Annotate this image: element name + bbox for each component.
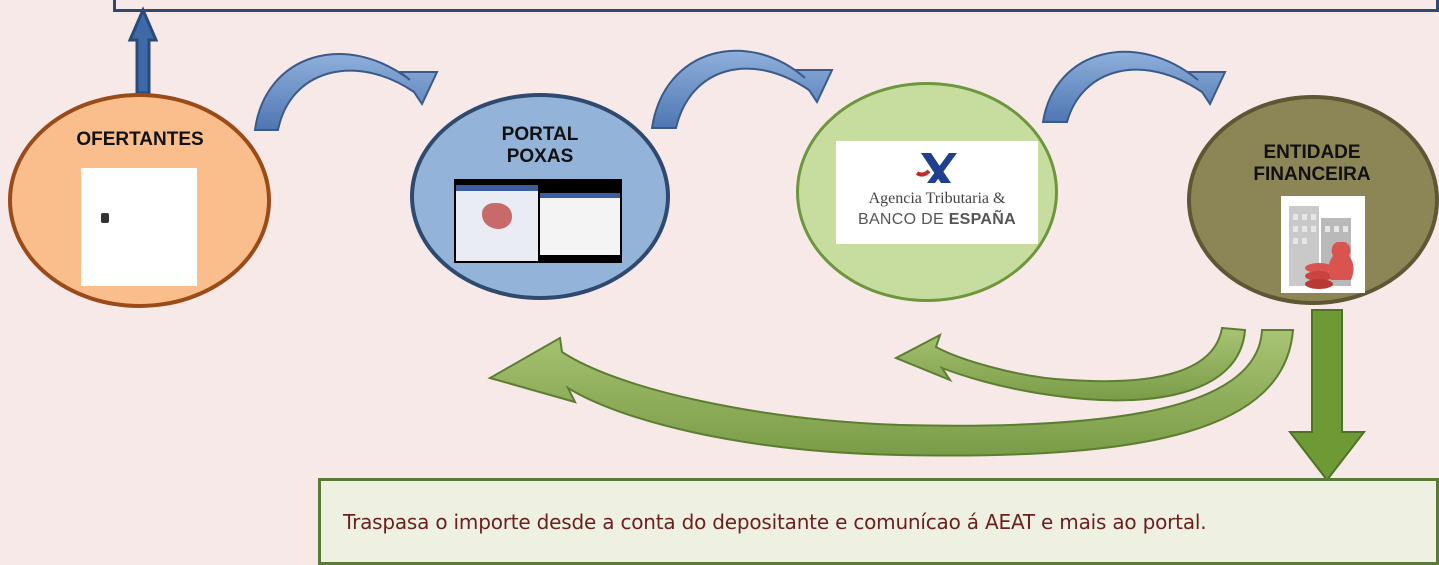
- note-text: Traspasa o importe desde a conta do depo…: [343, 510, 1207, 534]
- top-box: [113, 0, 1439, 12]
- return-arrow-portal: [487, 329, 1295, 457]
- down-arrow: [1287, 309, 1367, 482]
- portal-screen-header: [456, 185, 538, 191]
- spain-map-icon: [482, 203, 512, 229]
- portal-screen-header-right: [540, 193, 620, 198]
- curved-arrow-1: [253, 53, 439, 131]
- label-portal-line1: PORTAL: [501, 124, 579, 145]
- banco-logo-text-a: BANCO DE: [857, 211, 949, 228]
- portal-screenshot-image: [454, 179, 622, 263]
- ofertantes-image: [81, 168, 197, 286]
- label-entidade-line2: FINANCEIRA: [1253, 164, 1371, 185]
- curved-arrow-3: [1041, 50, 1227, 123]
- entidade-bank-image: [1281, 196, 1365, 293]
- up-arrow: [127, 6, 159, 95]
- agencia-banco-logo: Agencia Tributaria & BANCO DE ESPAÑA: [836, 141, 1038, 244]
- aeat-logo-icon: [915, 153, 957, 183]
- label-portal-line2: POXAS: [506, 146, 574, 167]
- curved-arrow-2: [650, 49, 834, 129]
- label-ofertantes: OFERTANTES: [76, 129, 204, 150]
- person-icon: [101, 213, 109, 223]
- banco-logo-text-b: ESPAÑA: [948, 211, 1016, 228]
- portal-screen-right: [540, 193, 620, 255]
- label-portal-poxas: PORTAL POXAS: [470, 124, 610, 168]
- bank-building-money-icon: [1289, 206, 1354, 289]
- agencia-logo-text: Agencia Tributaria &: [868, 190, 1006, 207]
- label-entidade-line1: ENTIDADE: [1263, 142, 1361, 163]
- label-entidade-financeira: ENTIDADE FINANCEIRA: [1212, 142, 1412, 186]
- return-arrow-agencia: [893, 326, 1247, 402]
- note-box: Traspasa o importe desde a conta do depo…: [318, 478, 1439, 565]
- banco-logo-text: BANCO DE ESPAÑA: [836, 211, 1038, 229]
